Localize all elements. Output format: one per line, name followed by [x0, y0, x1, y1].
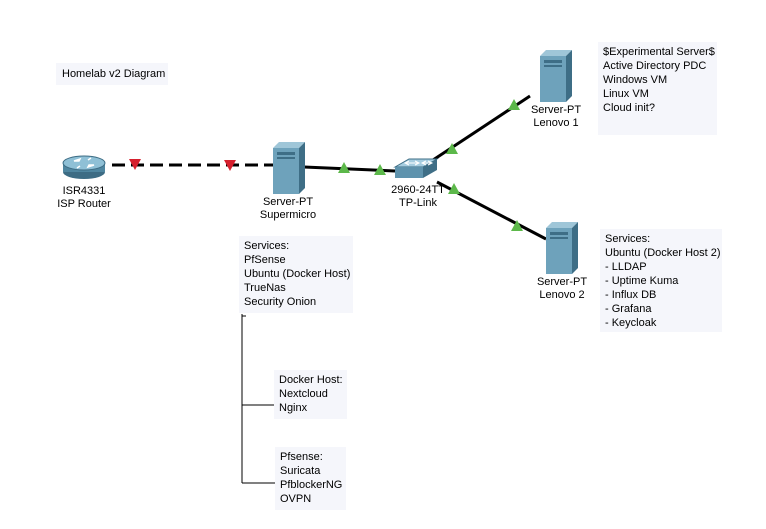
- note-line: Active Directory PDC: [603, 60, 707, 72]
- link-up-indicator: [511, 220, 523, 231]
- note-line: - Keycloak: [605, 317, 657, 329]
- pfsense-note[interactable]: Pfsense: Suricata PfblockerNG OVPN: [275, 447, 346, 510]
- server-icon[interactable]: [546, 222, 578, 274]
- note-line: - Uptime Kuma: [605, 275, 679, 287]
- note-line: Ubuntu (Docker Host 2): [605, 247, 721, 259]
- supermicro-model: Server-PT: [262, 196, 314, 208]
- lenovo2-name: Lenovo 2: [539, 289, 585, 301]
- note-line: - LLDAP: [605, 261, 647, 273]
- switch-icon[interactable]: [393, 158, 439, 178]
- supermicro-services-note[interactable]: Services: PfSense Ubuntu (Docker Host) T…: [239, 236, 353, 313]
- note-line: Linux VM: [603, 88, 649, 100]
- note-line: Pfsense:: [280, 451, 323, 463]
- note-line: PfSense: [244, 254, 286, 266]
- lenovo1-model: Server-PT: [530, 104, 582, 116]
- router-model: ISR4331: [62, 185, 106, 197]
- note-line: Cloud init?: [603, 102, 655, 114]
- note-line: Nextcloud: [279, 388, 328, 400]
- note-line: OVPN: [280, 493, 312, 505]
- note-line: Docker Host:: [279, 374, 343, 386]
- note-line: Services:: [244, 240, 290, 252]
- switch-model: 2960-24TT: [391, 184, 445, 196]
- router-label: ISR4331 ISP Router: [52, 185, 116, 211]
- link-down-indicator: [129, 159, 141, 170]
- note-line: - Grafana: [605, 303, 652, 315]
- lenovo2-services-note[interactable]: Services: Ubuntu (Docker Host 2) - LLDAP…: [600, 229, 722, 332]
- switch-name: TP-Link: [399, 197, 437, 209]
- link-up-indicator: [448, 183, 460, 194]
- experimental-server-note[interactable]: $Experimental Server$ Active Directory P…: [598, 42, 717, 135]
- note-connector: [241, 314, 276, 484]
- note-line: Security Onion: [244, 296, 317, 308]
- lenovo2-label: Server-PT Lenovo 2: [526, 276, 598, 302]
- router-name: ISP Router: [57, 198, 111, 210]
- note-line: - Influx DB: [605, 289, 657, 301]
- note-line: PfblockerNG: [280, 479, 343, 491]
- note-line: Nginx: [279, 402, 308, 414]
- diagram-title[interactable]: Homelab v2 Diagram: [56, 63, 168, 85]
- supermicro-label: Server-PT Supermicro: [251, 196, 325, 222]
- link-up-indicator: [508, 99, 520, 110]
- link-up-indicator: [374, 164, 386, 175]
- note-line: Ubuntu (Docker Host): [244, 268, 351, 280]
- link-up-indicator: [338, 162, 350, 173]
- link-up-indicator: [446, 143, 458, 154]
- server-icon[interactable]: [273, 142, 305, 194]
- router-icon[interactable]: [62, 155, 106, 179]
- link-down-indicator: [224, 160, 236, 171]
- lenovo1-name: Lenovo 1: [533, 117, 579, 129]
- note-line: Suricata: [280, 465, 321, 477]
- note-line: TrueNas: [244, 282, 286, 294]
- lenovo2-model: Server-PT: [536, 276, 588, 288]
- docker-host-note[interactable]: Docker Host: Nextcloud Nginx: [274, 370, 347, 419]
- server-icon[interactable]: [540, 50, 572, 102]
- note-line: Services:: [605, 233, 651, 245]
- supermicro-name: Supermicro: [259, 209, 317, 221]
- lenovo1-label: Server-PT Lenovo 1: [520, 104, 592, 130]
- note-line: Windows VM: [603, 74, 668, 86]
- note-line: $Experimental Server$: [603, 46, 715, 58]
- switch-label: 2960-24TT TP-Link: [386, 184, 450, 210]
